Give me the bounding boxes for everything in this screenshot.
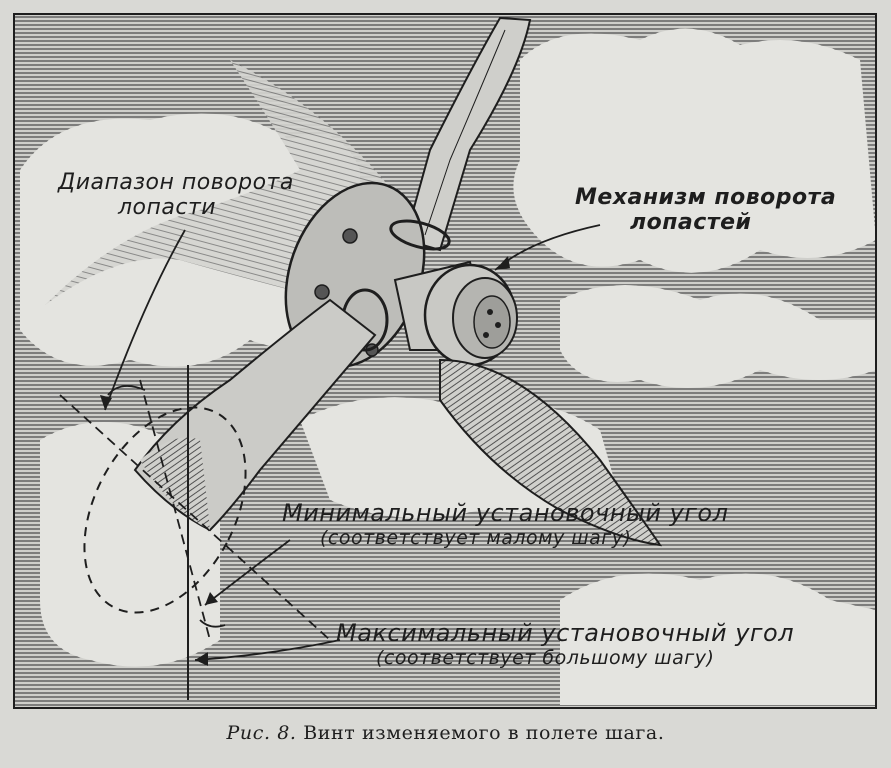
caption-text: Винт изменяемого в полете шага.	[303, 722, 665, 744]
caption-prefix: Рис. 8.	[226, 722, 297, 744]
min-angle-title: Минимальный установочный угол	[282, 499, 729, 527]
blade-path-ellipse	[83, 406, 247, 614]
min-angle-label: Минимальный установочный угол (соответст…	[282, 499, 729, 549]
mechanism-line-1: Механизм поворота	[575, 185, 837, 210]
max-angle-title: Максимальный установочный угол	[336, 619, 795, 647]
mechanism-line-2: лопастей	[630, 210, 752, 236]
pitch-mechanism	[393, 260, 518, 367]
blade-range-line-2: лопасти	[118, 195, 217, 221]
upper-blade	[403, 16, 532, 252]
blade-range-line-1: Диапазон поворота	[58, 170, 294, 195]
max-angle-note: (соответствует большому шагу)	[376, 646, 715, 669]
min-angle-note: (соответствует малому шагу)	[320, 526, 632, 549]
mechanism-label: Механизм поворота лопастей	[575, 185, 836, 236]
figure-frame	[13, 13, 877, 709]
blade-range-label: Диапазон поворота лопасти	[58, 170, 294, 221]
lower-right-blade	[439, 358, 663, 547]
max-angle-label: Максимальный установочный угол (соответс…	[336, 619, 795, 669]
arrowheads	[100, 256, 510, 666]
figure-caption: Рис. 8. Винт изменяемого в полете шага.	[0, 722, 891, 744]
